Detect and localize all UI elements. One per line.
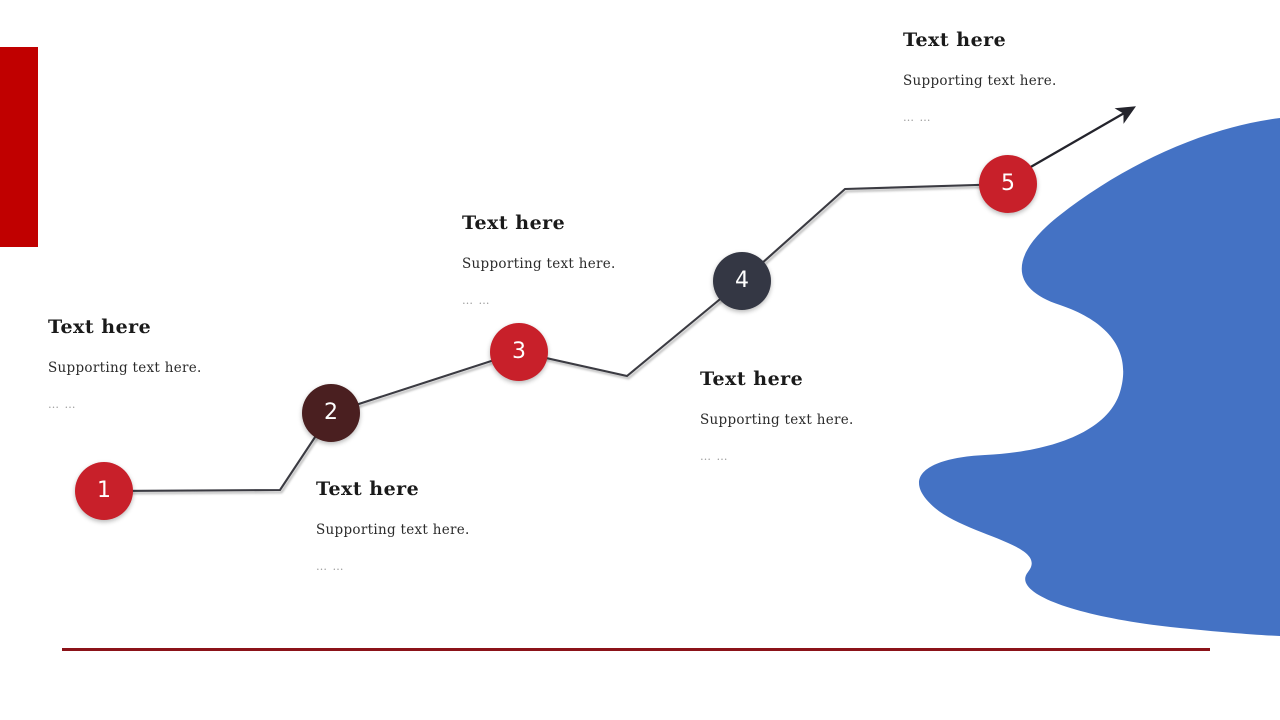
text-group-step-4: Text here Supporting text here. … …	[700, 368, 854, 463]
step-supporting-text: Supporting text here.	[903, 73, 1057, 89]
bottom-rule	[62, 648, 1210, 651]
step-ellipsis: … …	[316, 560, 345, 573]
step-ellipsis: … …	[48, 398, 77, 411]
node-label: 3	[512, 339, 526, 364]
step-ellipsis: … …	[462, 294, 491, 307]
step-ellipsis: … …	[700, 450, 729, 463]
node-label: 5	[1001, 171, 1015, 196]
growth-arrow	[1021, 106, 1136, 173]
node-label: 1	[97, 478, 111, 503]
step-ellipsis: … …	[903, 111, 932, 124]
step-supporting-text: Supporting text here.	[462, 256, 616, 272]
timeline-node-2[interactable]: 2	[302, 384, 360, 442]
text-group-step-3: Text here Supporting text here. … …	[462, 212, 616, 307]
step-title: Text here	[48, 316, 152, 338]
step-title: Text here	[700, 368, 804, 390]
text-group-step-1: Text here Supporting text here. … …	[48, 316, 202, 411]
timeline-node-4[interactable]: 4	[713, 252, 771, 310]
step-title: Text here	[462, 212, 566, 234]
accent-block	[0, 47, 38, 247]
node-label: 4	[735, 268, 749, 293]
step-supporting-text: Supporting text here.	[316, 522, 470, 538]
text-group-step-2: Text here Supporting text here. … …	[316, 478, 470, 573]
step-title: Text here	[316, 478, 420, 500]
text-group-step-5: Text here Supporting text here. … …	[903, 29, 1057, 124]
step-title: Text here	[903, 29, 1007, 51]
timeline-node-1[interactable]: 1	[75, 462, 133, 520]
connector-polyline	[103, 182, 1009, 493]
node-label: 2	[324, 400, 338, 425]
step-supporting-text: Supporting text here.	[700, 412, 854, 428]
timeline-node-5[interactable]: 5	[979, 155, 1037, 213]
timeline-node-3[interactable]: 3	[490, 323, 548, 381]
step-supporting-text: Supporting text here.	[48, 360, 202, 376]
